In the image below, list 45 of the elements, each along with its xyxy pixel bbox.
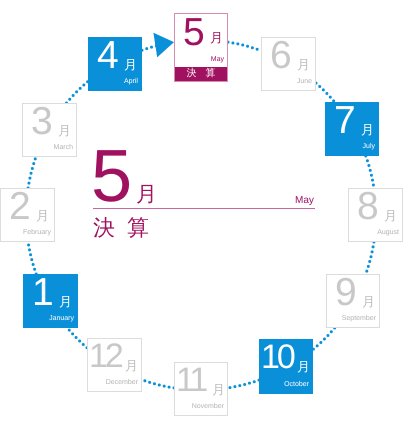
month-tile: [348, 188, 403, 242]
month-kanji: 月: [362, 295, 375, 308]
month-number: 7: [334, 101, 356, 140]
month-kanji: 月: [212, 383, 225, 396]
month-number: 10: [261, 340, 293, 374]
dotted-connector: [66, 326, 88, 350]
dotted-connector: [314, 82, 336, 104]
month-tile: [22, 103, 77, 157]
month-number: 4: [97, 36, 119, 75]
dotted-connector: [65, 80, 90, 104]
month-kanji: 月: [297, 58, 310, 71]
dotted-connector: [364, 240, 376, 276]
month-kanji: 月: [59, 295, 72, 308]
month-tile: [326, 274, 380, 328]
month-tile: [87, 338, 142, 392]
event-title: 決算: [93, 217, 161, 239]
month-tile: [88, 37, 142, 91]
month-tile: [325, 102, 379, 156]
dotted-connector: [26, 156, 38, 190]
large-month-kanji: 月: [136, 184, 157, 205]
month-number: 5: [183, 13, 205, 52]
dotted-connector: [364, 154, 376, 190]
month-tile: [23, 274, 78, 328]
month-tile: [261, 37, 316, 91]
dotted-connector: [26, 240, 38, 276]
month-kanji: 月: [125, 359, 138, 372]
month-kanji: 月: [361, 123, 374, 136]
month-kanji: 月: [210, 31, 223, 44]
dotted-connector: [226, 378, 260, 390]
english-month-label: May: [295, 196, 314, 206]
month-tile: [174, 362, 228, 416]
title-band: 決算: [175, 67, 227, 81]
large-month-number: 5: [91, 139, 132, 213]
month-tile: [0, 188, 55, 242]
month-kanji: 月: [36, 209, 49, 222]
month-tile: [259, 339, 313, 394]
month-tile: [174, 13, 228, 82]
month-number: 1: [32, 273, 54, 312]
dotted-connector: [140, 378, 176, 390]
month-kanji: 月: [124, 58, 137, 71]
month-kanji: 月: [384, 209, 397, 222]
dotted-arrow: [140, 33, 176, 58]
month-kanji: 月: [297, 360, 310, 373]
dotted-connector: [312, 326, 336, 351]
month-kanji: 月: [58, 124, 71, 137]
